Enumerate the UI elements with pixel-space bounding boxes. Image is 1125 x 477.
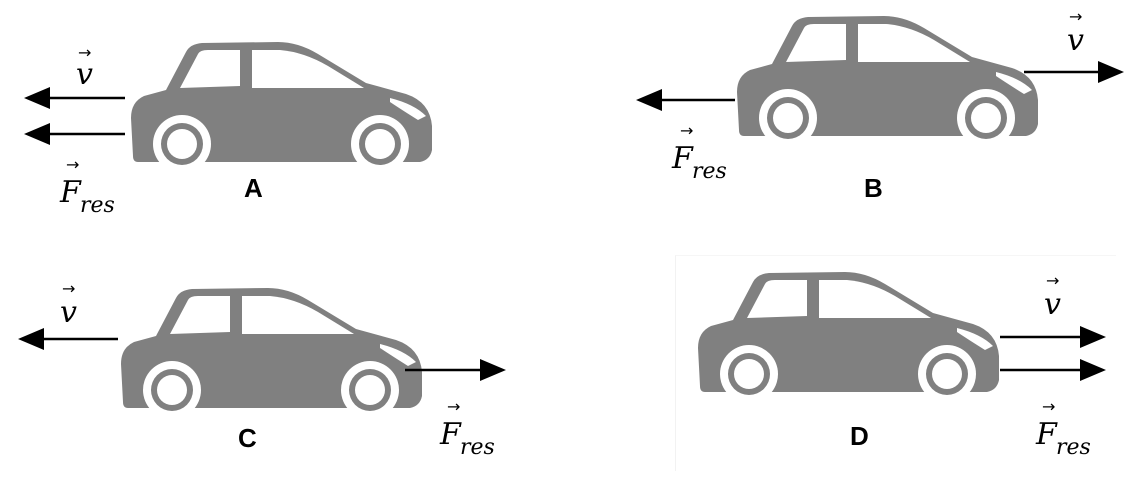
svg-text:F: F bbox=[439, 417, 462, 452]
svg-text:→: → bbox=[78, 43, 91, 62]
svg-text:v: v bbox=[60, 295, 77, 330]
svg-text:res: res bbox=[460, 435, 495, 460]
car-d bbox=[698, 272, 999, 403]
velocity-symbol-a: → v bbox=[76, 43, 93, 92]
svg-text:v: v bbox=[76, 57, 93, 92]
svg-text:v: v bbox=[1067, 23, 1084, 58]
svg-text:F: F bbox=[671, 141, 694, 176]
svg-text:→: → bbox=[1069, 7, 1082, 26]
velocity-symbol-d: → v bbox=[1044, 271, 1061, 322]
svg-text:F: F bbox=[59, 175, 82, 210]
velocity-arrow-a bbox=[24, 87, 125, 109]
svg-text:v: v bbox=[1044, 287, 1061, 322]
svg-text:→: → bbox=[66, 155, 79, 174]
car-c bbox=[121, 288, 422, 419]
svg-text:→: → bbox=[447, 397, 460, 416]
panel-label-d: D bbox=[850, 421, 869, 451]
velocity-symbol-b: → v bbox=[1067, 7, 1084, 58]
panel-label-c: C bbox=[238, 423, 257, 453]
svg-text:res: res bbox=[80, 193, 115, 218]
panel-label-a: A bbox=[244, 173, 263, 203]
svg-text:res: res bbox=[692, 159, 727, 184]
velocity-arrow-c bbox=[18, 328, 118, 350]
svg-text:→: → bbox=[1046, 271, 1059, 290]
car-b bbox=[737, 16, 1038, 147]
car-a bbox=[131, 42, 432, 173]
force-symbol-c: → F res bbox=[439, 397, 495, 460]
force-symbol-b: → F res bbox=[671, 121, 727, 184]
svg-text:F: F bbox=[1035, 417, 1058, 452]
velocity-symbol-c: → v bbox=[60, 279, 77, 330]
force-arrow-a bbox=[24, 123, 125, 145]
force-arrow-b bbox=[636, 89, 735, 111]
svg-text:res: res bbox=[1056, 435, 1091, 460]
panel-label-b: B bbox=[864, 173, 883, 203]
force-symbol-d: → F res bbox=[1035, 397, 1091, 460]
force-symbol-a: → F res bbox=[59, 155, 115, 218]
force-arrow-d bbox=[1000, 359, 1106, 381]
svg-text:→: → bbox=[680, 121, 693, 140]
svg-text:→: → bbox=[62, 279, 75, 298]
velocity-arrow-d bbox=[1000, 326, 1106, 348]
velocity-arrow-b bbox=[1024, 61, 1124, 83]
svg-text:→: → bbox=[1042, 397, 1055, 416]
force-arrow-c bbox=[405, 359, 506, 381]
